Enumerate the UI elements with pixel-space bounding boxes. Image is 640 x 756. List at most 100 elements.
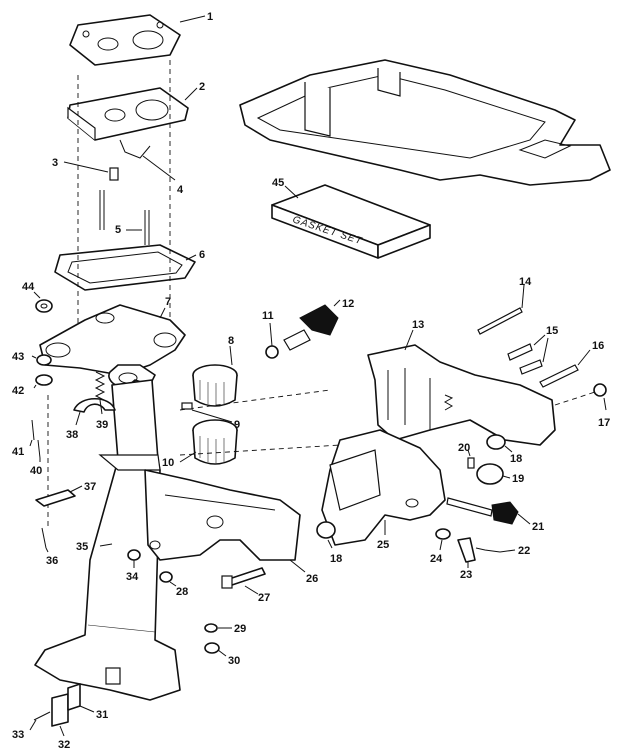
svg-text:41: 41 xyxy=(12,446,24,458)
callout-41: 41 xyxy=(12,439,33,458)
bolt-27 xyxy=(221,567,266,589)
svg-text:32: 32 xyxy=(58,739,70,751)
svg-text:33: 33 xyxy=(12,729,24,741)
screw-21 xyxy=(446,497,519,525)
svg-text:17: 17 xyxy=(598,417,610,429)
svg-text:26: 26 xyxy=(306,573,318,585)
svg-text:40: 40 xyxy=(30,465,42,477)
callout-26: 26 xyxy=(289,559,318,585)
bolt-11 xyxy=(265,345,279,359)
callout-30: 30 xyxy=(217,649,240,667)
callout-2: 2 xyxy=(184,81,205,101)
callout-14: 14 xyxy=(519,276,532,309)
callout-28: 28 xyxy=(169,581,188,598)
svg-text:3: 3 xyxy=(52,157,58,169)
svg-text:45: 45 xyxy=(272,177,284,189)
callout-38: 38 xyxy=(66,411,81,441)
callout-17: 17 xyxy=(598,397,610,429)
callout-34: 34 xyxy=(126,560,139,583)
svg-text:38: 38 xyxy=(66,429,78,441)
clip-23 xyxy=(457,537,476,563)
clip-37 xyxy=(35,489,76,507)
svg-text:18: 18 xyxy=(510,453,522,465)
svg-text:19: 19 xyxy=(512,473,524,485)
washer-28 xyxy=(159,571,173,583)
callout-45: 45 xyxy=(272,177,299,199)
callout-8: 8 xyxy=(228,335,234,366)
spring-39 xyxy=(94,371,106,401)
callout-6: 6 xyxy=(185,249,205,261)
pin-14 xyxy=(477,307,523,335)
callout-36: 36 xyxy=(45,547,58,567)
svg-text:43: 43 xyxy=(12,351,24,363)
svg-text:18: 18 xyxy=(330,553,342,565)
callout-31: 31 xyxy=(79,705,108,721)
callout-5: 5 xyxy=(115,224,142,236)
svg-text:6: 6 xyxy=(199,249,205,261)
spring-clip-38 xyxy=(73,397,116,413)
callout-7: 7 xyxy=(159,296,171,319)
bearing-upper xyxy=(192,364,238,407)
svg-text:5: 5 xyxy=(115,224,121,236)
washer-42 xyxy=(35,374,53,386)
pins-15 xyxy=(507,343,543,375)
svg-text:23: 23 xyxy=(460,569,472,581)
spring-22 xyxy=(475,547,501,553)
plate-32 xyxy=(51,693,69,727)
rod-16 xyxy=(539,364,579,388)
svg-text:21: 21 xyxy=(532,521,544,533)
nut-17 xyxy=(593,383,607,397)
clamp-bracket xyxy=(321,429,446,546)
svg-text:27: 27 xyxy=(258,592,270,604)
svg-text:16: 16 xyxy=(592,340,604,352)
svg-text:20: 20 xyxy=(458,442,470,454)
screw-33 xyxy=(33,711,51,721)
pin-9 xyxy=(181,402,193,410)
svg-text:14: 14 xyxy=(519,276,532,288)
bearing-lower xyxy=(192,419,238,465)
callout-23: 23 xyxy=(460,562,472,581)
adapter-plate xyxy=(67,87,189,159)
callout-18b: 18 xyxy=(327,539,342,565)
washer-18b xyxy=(316,521,336,539)
svg-text:15: 15 xyxy=(546,325,558,337)
callout-37: 37 xyxy=(69,481,96,493)
nut-44 xyxy=(35,299,53,313)
callout-16: 16 xyxy=(577,340,604,366)
callout-33: 33 xyxy=(12,719,37,741)
bolt-34 xyxy=(127,549,141,561)
callout-24: 24 xyxy=(430,539,443,565)
screw-41 xyxy=(31,419,35,441)
plate-31 xyxy=(67,683,81,711)
gasket-top xyxy=(69,14,181,66)
callout-42: 42 xyxy=(12,384,37,397)
screw-set xyxy=(99,167,150,245)
svg-text:8: 8 xyxy=(228,335,234,347)
svg-text:37: 37 xyxy=(84,481,96,493)
svg-text:30: 30 xyxy=(228,655,240,667)
callout-20: 20 xyxy=(458,442,471,457)
swivel-bracket xyxy=(144,469,301,561)
tiller-knob xyxy=(283,304,339,351)
svg-text:31: 31 xyxy=(96,709,108,721)
nut-29 xyxy=(204,623,218,633)
svg-text:22: 22 xyxy=(518,545,530,557)
svg-text:35: 35 xyxy=(76,541,88,553)
svg-text:1: 1 xyxy=(207,11,213,23)
svg-text:25: 25 xyxy=(377,539,389,551)
callout-19: 19 xyxy=(502,473,524,485)
svg-text:42: 42 xyxy=(12,385,24,397)
callout-40: 40 xyxy=(30,458,42,477)
callout-22: 22 xyxy=(499,545,530,557)
callout-13: 13 xyxy=(404,319,424,351)
screw-40 xyxy=(37,439,41,459)
callout-15: 15 xyxy=(533,325,558,363)
callout-3: 3 xyxy=(52,157,109,173)
callout-29: 29 xyxy=(218,623,246,635)
svg-text:29: 29 xyxy=(234,623,246,635)
svg-text:9: 9 xyxy=(234,419,240,431)
washer-30 xyxy=(204,642,220,654)
svg-text:34: 34 xyxy=(126,571,139,583)
